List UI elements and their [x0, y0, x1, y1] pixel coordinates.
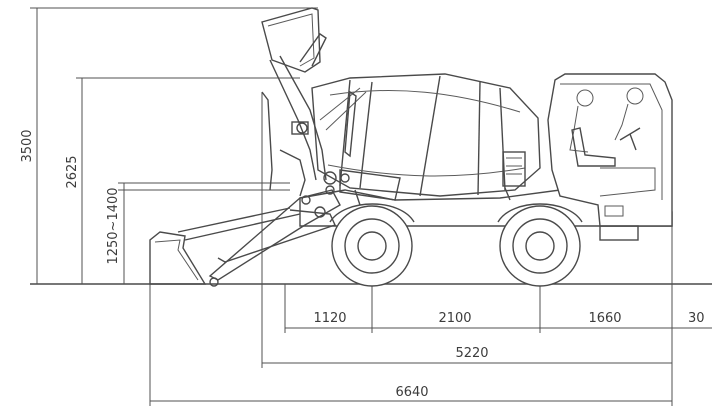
rear-wheel: [497, 203, 583, 287]
mixer-truck: [149, 7, 673, 287]
front-body: [323, 169, 401, 201]
dim-wheelbase: 2100: [438, 311, 471, 326]
dim-length-total: 6640: [395, 385, 428, 400]
dim-rear-partial: 30: [688, 311, 705, 326]
cab: [547, 73, 673, 241]
lowered-bucket: [149, 231, 207, 285]
dim-height-chute: 1250~1400: [106, 187, 121, 264]
dim-rear-section: 1660: [588, 311, 621, 326]
dim-front-overhang: 1120: [313, 311, 346, 326]
height-dimensions: [30, 7, 318, 284]
dim-height-drum: 2625: [65, 155, 80, 188]
mixer-drum: [311, 73, 541, 206]
loader-arms: [177, 185, 341, 287]
front-wheel: [329, 203, 415, 287]
dim-height-total: 3500: [20, 129, 35, 162]
dim-length-body: 5220: [455, 346, 488, 361]
raised-bucket: [261, 7, 367, 197]
